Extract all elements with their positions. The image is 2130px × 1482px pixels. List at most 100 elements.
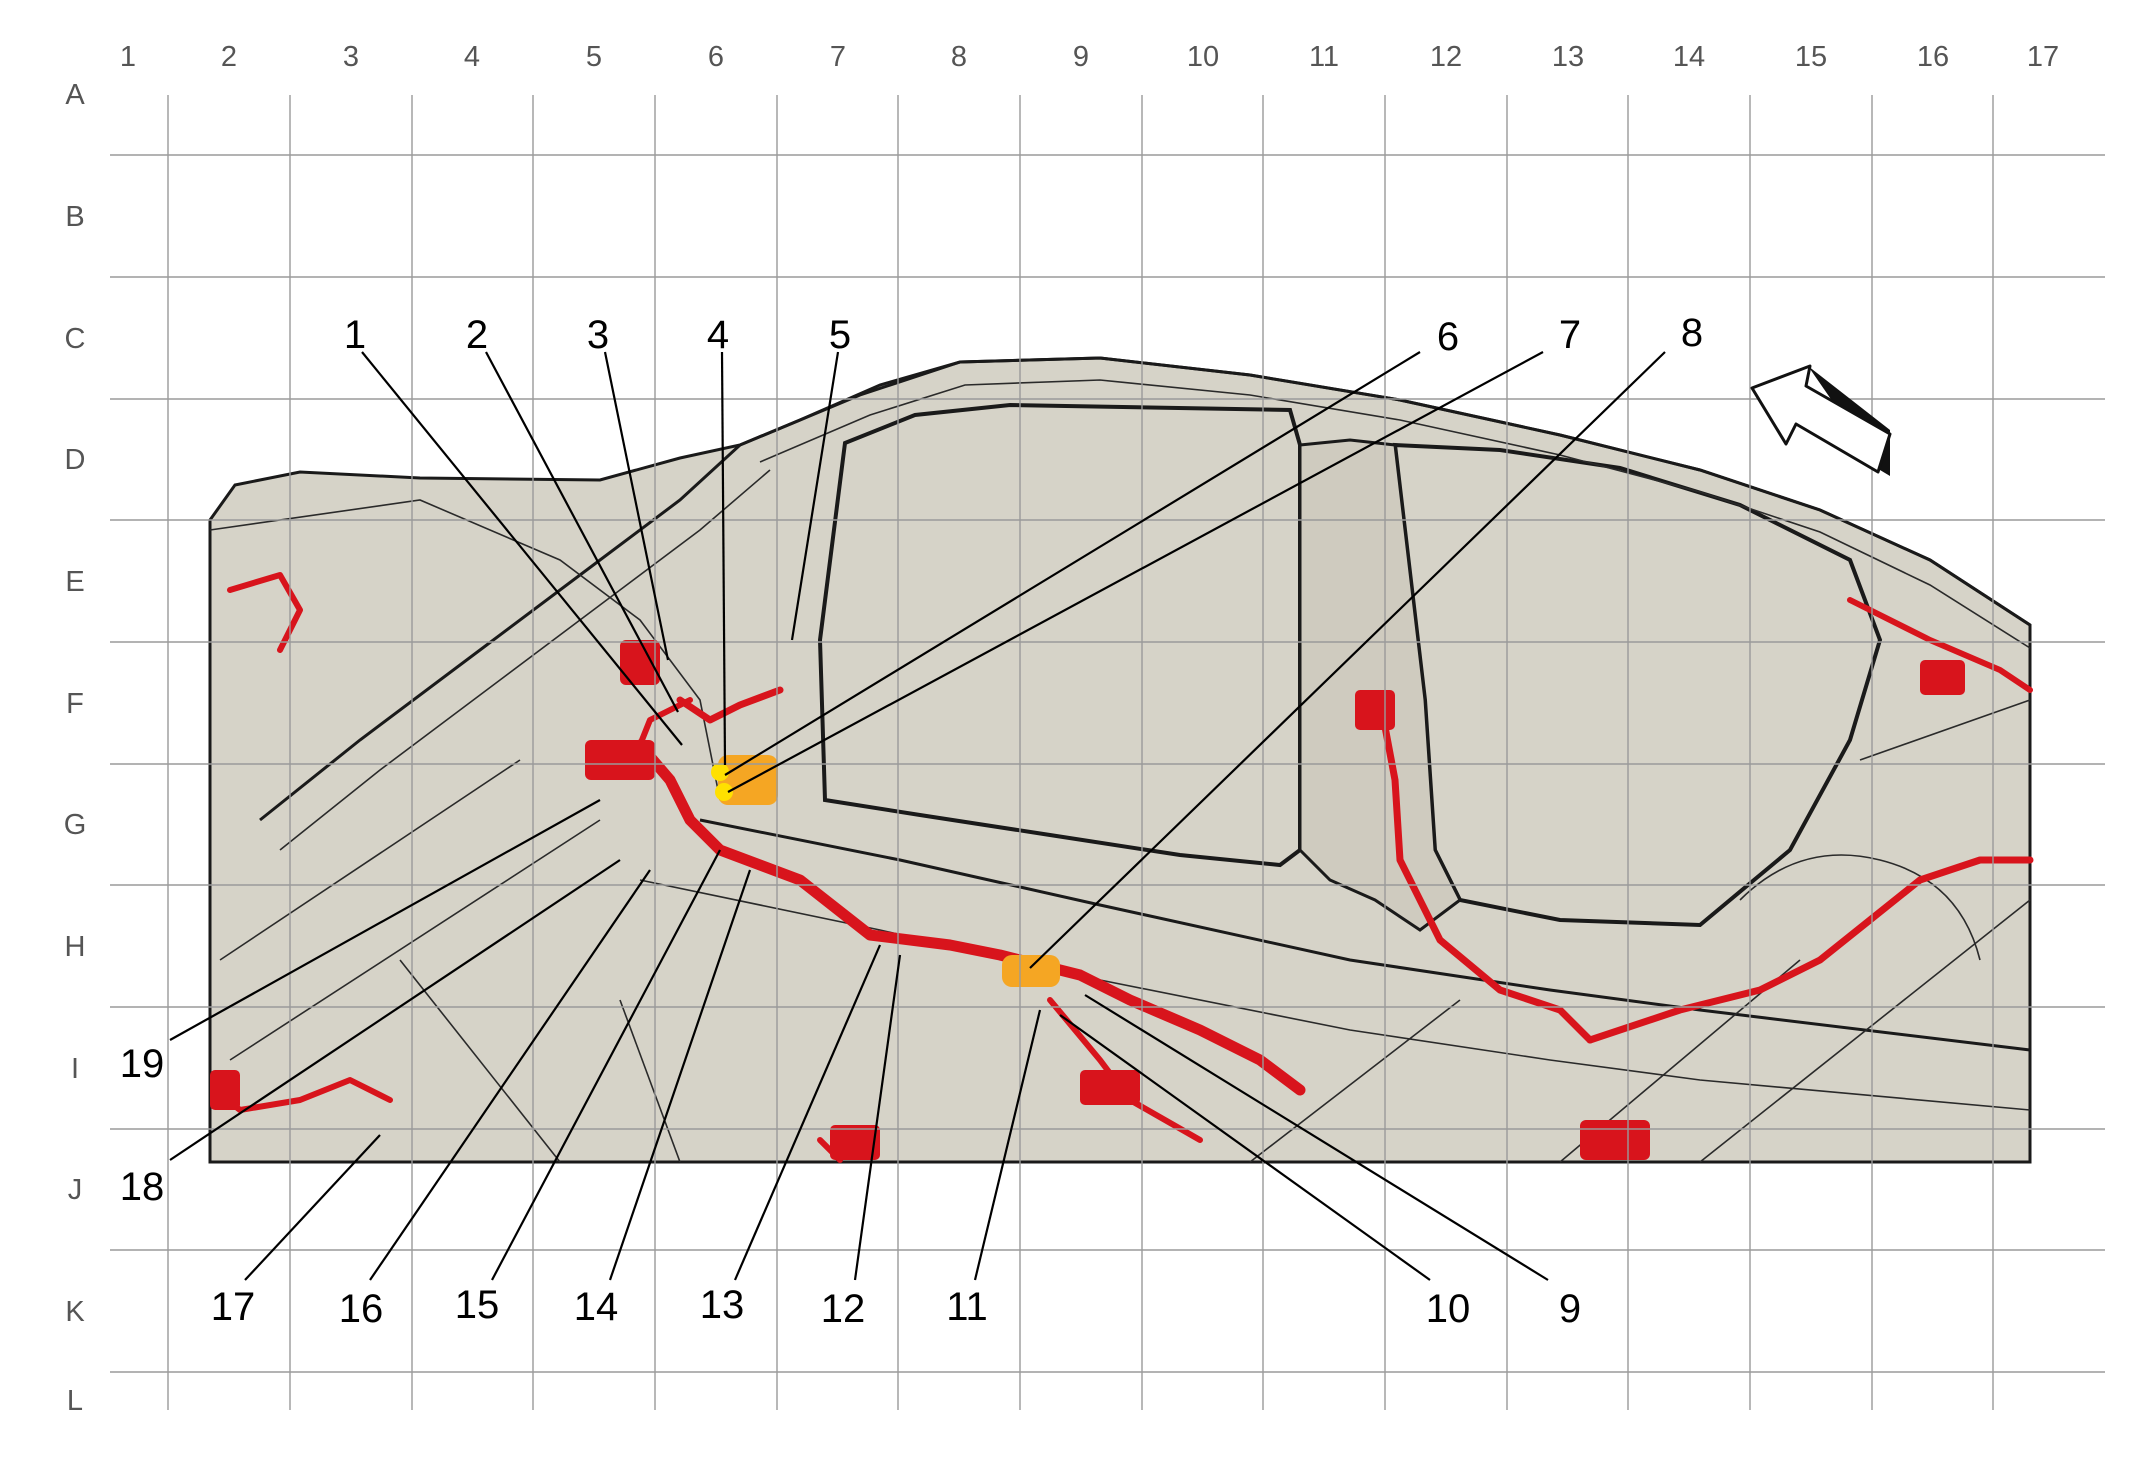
callout-6: 6 bbox=[1437, 315, 1459, 359]
grid-row-label: H bbox=[65, 931, 86, 963]
grid-col-label: 14 bbox=[1673, 41, 1705, 73]
rear-wheelhouse bbox=[1739, 854, 1981, 961]
grid-horizontal-lines bbox=[110, 154, 2105, 1373]
harness-connector-left bbox=[210, 1070, 240, 1110]
harness-connector-rear-upper bbox=[1920, 660, 1965, 695]
grid-col-label: 15 bbox=[1795, 41, 1827, 73]
rocker-panel bbox=[699, 818, 2031, 1052]
callout-3: 3 bbox=[587, 313, 609, 357]
grid-col-label: 7 bbox=[830, 41, 846, 73]
callout-13: 13 bbox=[700, 1283, 745, 1327]
grid-col-label: 3 bbox=[343, 41, 359, 73]
leader-17 bbox=[244, 1134, 381, 1281]
grid-col-label: 6 bbox=[708, 41, 724, 73]
grid-row-label: A bbox=[65, 79, 85, 111]
callout-15: 15 bbox=[455, 1283, 500, 1327]
callout-leaders bbox=[169, 351, 1666, 1281]
grid-col-label: 16 bbox=[1917, 41, 1949, 73]
floor-member-6 bbox=[219, 759, 521, 961]
harness-connector-rear bbox=[1580, 1120, 1650, 1160]
front-side-window bbox=[817, 402, 1302, 868]
callout-1: 1 bbox=[344, 313, 366, 357]
grid-row-label: D bbox=[65, 444, 86, 476]
highlighted-terminal-lower bbox=[715, 783, 733, 801]
floor-member-2 bbox=[619, 999, 681, 1163]
grid-col-label: 9 bbox=[1073, 41, 1089, 73]
callout-2: 2 bbox=[466, 313, 488, 357]
grid-col-label: 8 bbox=[951, 41, 967, 73]
highlighted-terminal-upper bbox=[711, 763, 729, 781]
rocker-panel-lower bbox=[639, 879, 2031, 1111]
highlighted-connector-rocker bbox=[1002, 955, 1060, 987]
callout-7: 7 bbox=[1559, 313, 1581, 357]
callout-14: 14 bbox=[574, 1285, 619, 1329]
harness-connector-door bbox=[830, 1125, 880, 1160]
grid-col-label: 13 bbox=[1552, 41, 1584, 73]
callout-19: 19 bbox=[120, 1042, 165, 1086]
callout-12: 12 bbox=[821, 1287, 866, 1331]
callout-8: 8 bbox=[1681, 311, 1703, 355]
leader-12 bbox=[853, 954, 902, 1281]
rear-floor-edge bbox=[1859, 699, 2031, 761]
harness-connector-floor bbox=[1080, 1070, 1140, 1105]
roof-rail-inner bbox=[759, 379, 2031, 649]
leader-11 bbox=[973, 1009, 1042, 1281]
grid-column-labels: 1 2 3 4 5 6 7 8 9 10 11 12 13 14 15 16 1… bbox=[120, 41, 2059, 73]
grid-col-label: 17 bbox=[2027, 41, 2059, 73]
callout-11: 11 bbox=[946, 1285, 988, 1329]
leader-2 bbox=[485, 351, 679, 713]
grid-row-label: K bbox=[65, 1296, 85, 1328]
leader-18 bbox=[169, 859, 621, 1161]
floor-member-3 bbox=[1249, 999, 1461, 1163]
leader-1 bbox=[361, 351, 683, 746]
grid-row-label: J bbox=[68, 1174, 83, 1206]
leader-3 bbox=[603, 351, 670, 661]
grid-row-label: B bbox=[65, 201, 84, 233]
leader-14 bbox=[608, 869, 752, 1281]
leader-16 bbox=[369, 869, 651, 1281]
front-direction-arrow-icon bbox=[1750, 364, 1892, 476]
callout-5: 5 bbox=[829, 313, 851, 357]
grid-col-label: 10 bbox=[1187, 41, 1219, 73]
callout-4: 4 bbox=[707, 313, 729, 357]
roof-rail bbox=[739, 356, 2031, 627]
harness-branch-rear-upper bbox=[1847, 597, 2033, 693]
grid-row-label: C bbox=[65, 323, 86, 355]
grid-vertical-lines bbox=[167, 95, 1994, 1410]
grid-col-label: 12 bbox=[1430, 41, 1462, 73]
grid-col-label: 4 bbox=[464, 41, 480, 73]
leader-5 bbox=[790, 351, 840, 641]
harness-connector-kick bbox=[620, 640, 660, 685]
leader-19 bbox=[169, 799, 601, 1041]
grid-row-label: G bbox=[64, 809, 87, 841]
callout-16: 16 bbox=[339, 1287, 384, 1331]
grid-col-label: 2 bbox=[221, 41, 237, 73]
leader-7 bbox=[727, 351, 1544, 793]
harness-connector-bpillar bbox=[1355, 690, 1395, 730]
main-harness-trunk bbox=[634, 739, 1306, 1096]
grid-col-label: 11 bbox=[1309, 41, 1339, 73]
leader-8 bbox=[1029, 351, 1666, 969]
leader-10 bbox=[1059, 1014, 1431, 1281]
callout-9: 9 bbox=[1559, 1287, 1581, 1331]
vehicle-body bbox=[208, 356, 2032, 1164]
callout-numbers: 1 2 3 4 5 6 7 8 17 16 15 14 13 12 11 10 … bbox=[120, 311, 1703, 1331]
leader-9 bbox=[1084, 994, 1549, 1281]
leader-6 bbox=[724, 351, 1421, 776]
b-pillar bbox=[1298, 438, 1462, 932]
callout-18: 18 bbox=[120, 1165, 165, 1209]
grid-row-label: L bbox=[67, 1385, 83, 1417]
grid-row-label: F bbox=[66, 688, 84, 720]
grid-row-label: I bbox=[71, 1053, 79, 1085]
callout-17: 17 bbox=[211, 1285, 256, 1329]
arrow-outline bbox=[1750, 364, 1892, 474]
grid-row-labels: A B C D E F G H I J K L bbox=[64, 79, 87, 1417]
grid-row-label: E bbox=[65, 566, 84, 598]
leader-15 bbox=[491, 849, 721, 1281]
grid-col-label: 1 bbox=[120, 41, 136, 73]
a-pillar bbox=[259, 443, 742, 822]
harness-branch-bpillar bbox=[1376, 696, 1594, 1044]
leader-4 bbox=[720, 351, 727, 766]
grid-col-label: 5 bbox=[586, 41, 602, 73]
